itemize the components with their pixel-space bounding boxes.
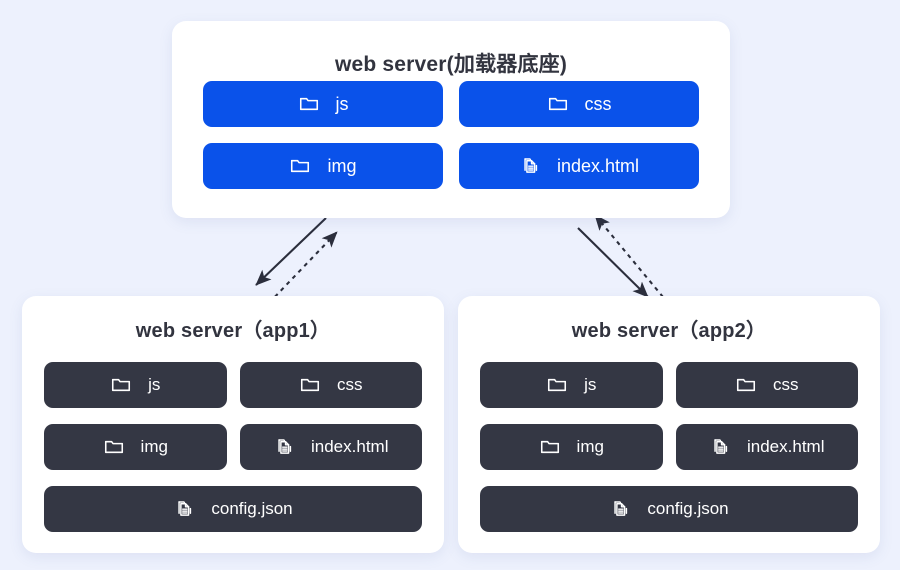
app2-resource-grid: js css img	[480, 362, 858, 532]
connector-app1-to-top-dashed	[268, 231, 338, 304]
resource-pill-js[interactable]: js	[480, 362, 663, 408]
folder-icon	[539, 436, 561, 458]
folder-icon	[298, 93, 320, 115]
folder-icon	[289, 155, 311, 177]
folder-icon	[546, 374, 568, 396]
resource-pill-index-html[interactable]: index.html	[675, 424, 858, 470]
app1-title: web server（app1）	[135, 320, 331, 342]
document-icon	[173, 498, 195, 520]
resource-pill-label: js	[335, 93, 349, 114]
resource-pill-label: css	[773, 375, 799, 394]
resource-pill-img[interactable]: img	[44, 424, 227, 470]
app2-title: web server（app2）	[571, 320, 767, 342]
resource-pill-index-html[interactable]: index.html	[459, 143, 699, 189]
web-server-base-card: web server(加载器底座) js cs	[172, 21, 730, 218]
resource-pill-js[interactable]: js	[44, 362, 227, 408]
folder-icon	[735, 374, 757, 396]
web-server-app1-card: web server（app1） js css	[22, 296, 444, 553]
page-title: web server(加载器底座)	[334, 53, 568, 76]
resource-pill-label: js	[148, 375, 161, 394]
connector-top-to-app1-solid	[255, 217, 327, 286]
folder-icon	[103, 436, 125, 458]
connector-app2-to-top-dashed	[594, 214, 664, 298]
resource-pill-label: index.html	[747, 437, 825, 456]
resource-pill-label: js	[584, 375, 597, 394]
resource-pill-config-json[interactable]: config.json	[44, 486, 422, 532]
resource-pill-label: config.json	[647, 499, 729, 518]
document-icon	[519, 155, 541, 177]
resource-pill-label: img	[576, 437, 604, 456]
app1-resource-grid: js css img	[44, 362, 422, 532]
resource-pill-label: img	[140, 437, 168, 456]
connector-top-to-app2-solid	[577, 227, 649, 298]
resource-pill-index-html[interactable]: index.html	[239, 424, 422, 470]
resource-pill-label: index.html	[556, 155, 640, 176]
resource-pill-css[interactable]: css	[239, 362, 422, 408]
resource-pill-js[interactable]: js	[203, 81, 443, 127]
top-card-resource-grid: js css img	[203, 81, 699, 189]
folder-icon	[547, 93, 569, 115]
folder-icon	[299, 374, 321, 396]
resource-pill-css[interactable]: css	[675, 362, 858, 408]
document-icon	[609, 498, 631, 520]
resource-pill-label: css	[584, 93, 612, 114]
resource-pill-css[interactable]: css	[459, 81, 699, 127]
web-server-app2-card: web server（app2） js css	[458, 296, 880, 553]
resource-pill-img[interactable]: img	[480, 424, 663, 470]
resource-pill-img[interactable]: img	[203, 143, 443, 189]
resource-pill-label: css	[337, 375, 363, 394]
document-icon	[709, 436, 731, 458]
document-icon	[273, 436, 295, 458]
resource-pill-config-json[interactable]: config.json	[480, 486, 858, 532]
folder-icon	[110, 374, 132, 396]
resource-pill-label: img	[327, 155, 357, 176]
resource-pill-label: config.json	[211, 499, 293, 518]
resource-pill-label: index.html	[311, 437, 389, 456]
